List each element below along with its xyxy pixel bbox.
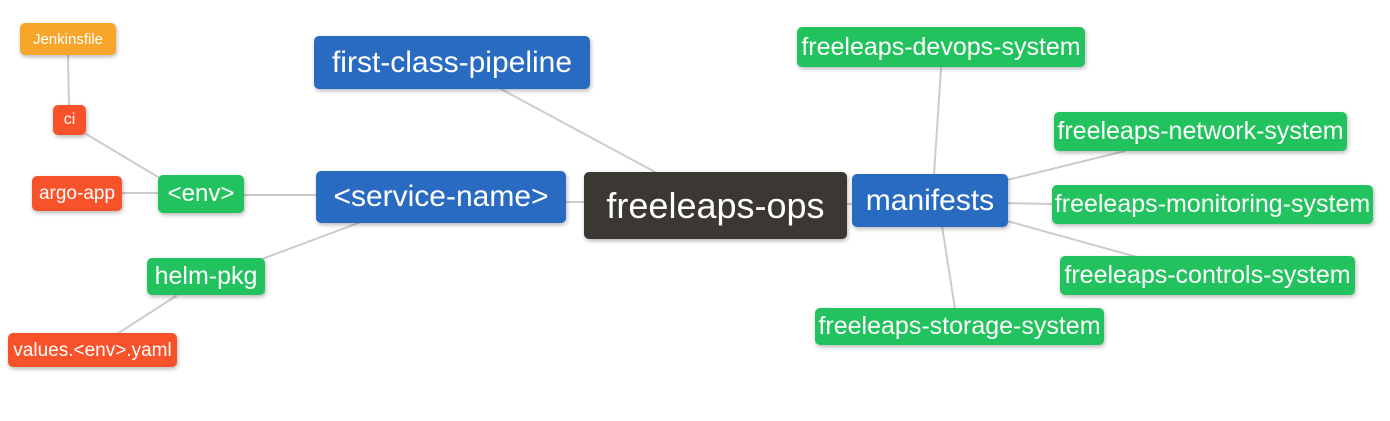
edge-manifests-devops-system: [933, 67, 942, 176]
edge-values-env-yaml-helm-pkg: [116, 295, 177, 335]
edge-manifests-network-system: [1006, 150, 1126, 181]
node-values-env-yaml[interactable]: values.<env>.yaml: [8, 333, 177, 367]
argo-app-label: argo-app: [38, 183, 116, 204]
node-ci[interactable]: ci: [53, 105, 86, 135]
helm-pkg-label: helm-pkg: [154, 262, 258, 290]
edge-first-class-pipeline-freeleaps-ops: [498, 87, 658, 174]
node-controls-system[interactable]: freeleaps-controls-system: [1060, 256, 1355, 295]
storage-system-label: freeleaps-storage-system: [818, 312, 1101, 340]
node-monitoring-system[interactable]: freeleaps-monitoring-system: [1052, 185, 1373, 224]
controls-system-label: freeleaps-controls-system: [1064, 261, 1351, 289]
node-argo-app[interactable]: argo-app: [32, 176, 122, 211]
edge-manifests-monitoring-system: [1006, 202, 1054, 205]
edge-manifests-storage-system: [941, 225, 956, 310]
node-freeleaps-ops[interactable]: freeleaps-ops: [584, 172, 847, 239]
edge-ci-env: [85, 133, 159, 178]
service-name-label: <service-name>: [333, 180, 549, 213]
devops-system-label: freeleaps-devops-system: [801, 32, 1081, 61]
values-env-yaml-label: values.<env>.yaml: [13, 339, 172, 361]
node-helm-pkg[interactable]: helm-pkg: [147, 258, 265, 295]
node-env[interactable]: <env>: [158, 175, 244, 213]
edge-manifests-controls-system: [1006, 220, 1138, 258]
node-jenkinsfile[interactable]: Jenkinsfile: [20, 23, 116, 55]
node-devops-system[interactable]: freeleaps-devops-system: [797, 27, 1085, 67]
node-first-class-pipeline[interactable]: first-class-pipeline: [314, 36, 590, 89]
monitoring-system-label: freeleaps-monitoring-system: [1054, 190, 1371, 218]
node-network-system[interactable]: freeleaps-network-system: [1054, 112, 1347, 151]
jenkinsfile-label: Jenkinsfile: [32, 30, 104, 48]
edge-jenkinsfile-ci: [67, 54, 70, 107]
node-storage-system[interactable]: freeleaps-storage-system: [815, 308, 1104, 345]
node-manifests[interactable]: manifests: [852, 174, 1008, 227]
network-system-label: freeleaps-network-system: [1057, 117, 1344, 145]
env-label: <env>: [167, 180, 235, 207]
manifests-label: manifests: [865, 183, 995, 217]
ci-label: ci: [63, 111, 76, 128]
freeleaps-ops-label: freeleaps-ops: [606, 184, 825, 226]
node-service-name[interactable]: <service-name>: [316, 171, 566, 223]
first-class-pipeline-label: first-class-pipeline: [331, 45, 573, 79]
edge-helm-pkg-service-name: [261, 221, 362, 260]
